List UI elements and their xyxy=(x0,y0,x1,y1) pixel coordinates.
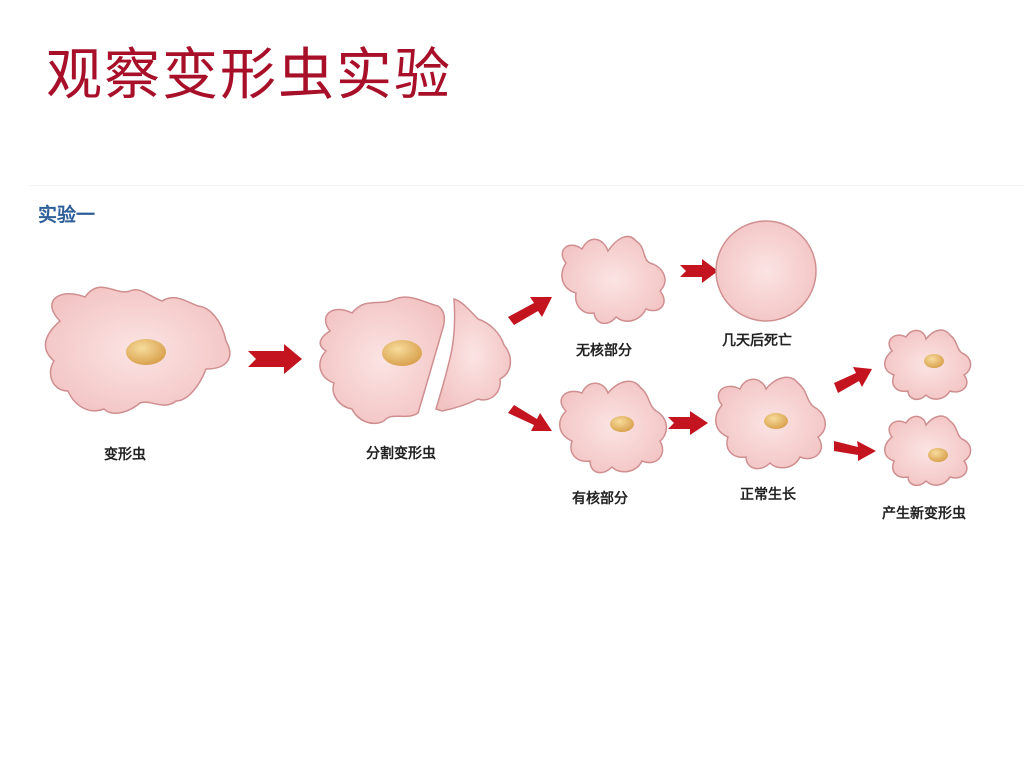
nucleus-icon xyxy=(126,339,166,365)
growing-cell xyxy=(715,376,826,470)
arrow-icon xyxy=(248,344,302,374)
label-amoeba: 变形虫 xyxy=(104,446,146,463)
page-title: 观察变形虫实验 xyxy=(46,43,452,108)
nucleus-icon xyxy=(382,340,422,366)
new-amoeba-cell xyxy=(884,329,972,401)
no-nucleus-cell xyxy=(561,235,666,325)
experiment-label: 实验一 xyxy=(38,203,95,226)
with-nucleus-cell xyxy=(559,380,668,474)
experiment-diagram-svg: 实验一 变形虫 分割变形虫 无核部分 xyxy=(38,203,972,522)
arrow-icon xyxy=(834,367,872,393)
label-normal-growth: 正常生长 xyxy=(740,486,797,503)
new-amoeba-cell xyxy=(884,415,972,487)
nucleus-icon xyxy=(928,448,948,462)
label-dies: 几天后死亡 xyxy=(722,332,792,349)
arrow-icon xyxy=(508,405,552,431)
cut-amoeba-cell xyxy=(319,296,512,425)
label-new-amoebas: 产生新变形虫 xyxy=(882,505,966,522)
arrow-icon xyxy=(680,259,718,283)
experiment-diagram: 实验一 变形虫 分割变形虫 无核部分 xyxy=(30,185,1024,531)
amoeba-cell xyxy=(44,286,231,415)
label-cut: 分割变形虫 xyxy=(366,445,436,462)
dead-cell xyxy=(715,220,817,322)
nucleus-icon xyxy=(924,354,944,368)
label-with-nucleus: 有核部分 xyxy=(572,490,628,507)
label-no-nucleus: 无核部分 xyxy=(575,342,632,359)
arrow-icon xyxy=(508,297,552,325)
nucleus-icon xyxy=(764,413,788,429)
arrow-icon xyxy=(668,411,708,435)
arrow-icon xyxy=(834,441,876,461)
nucleus-icon xyxy=(610,416,634,432)
